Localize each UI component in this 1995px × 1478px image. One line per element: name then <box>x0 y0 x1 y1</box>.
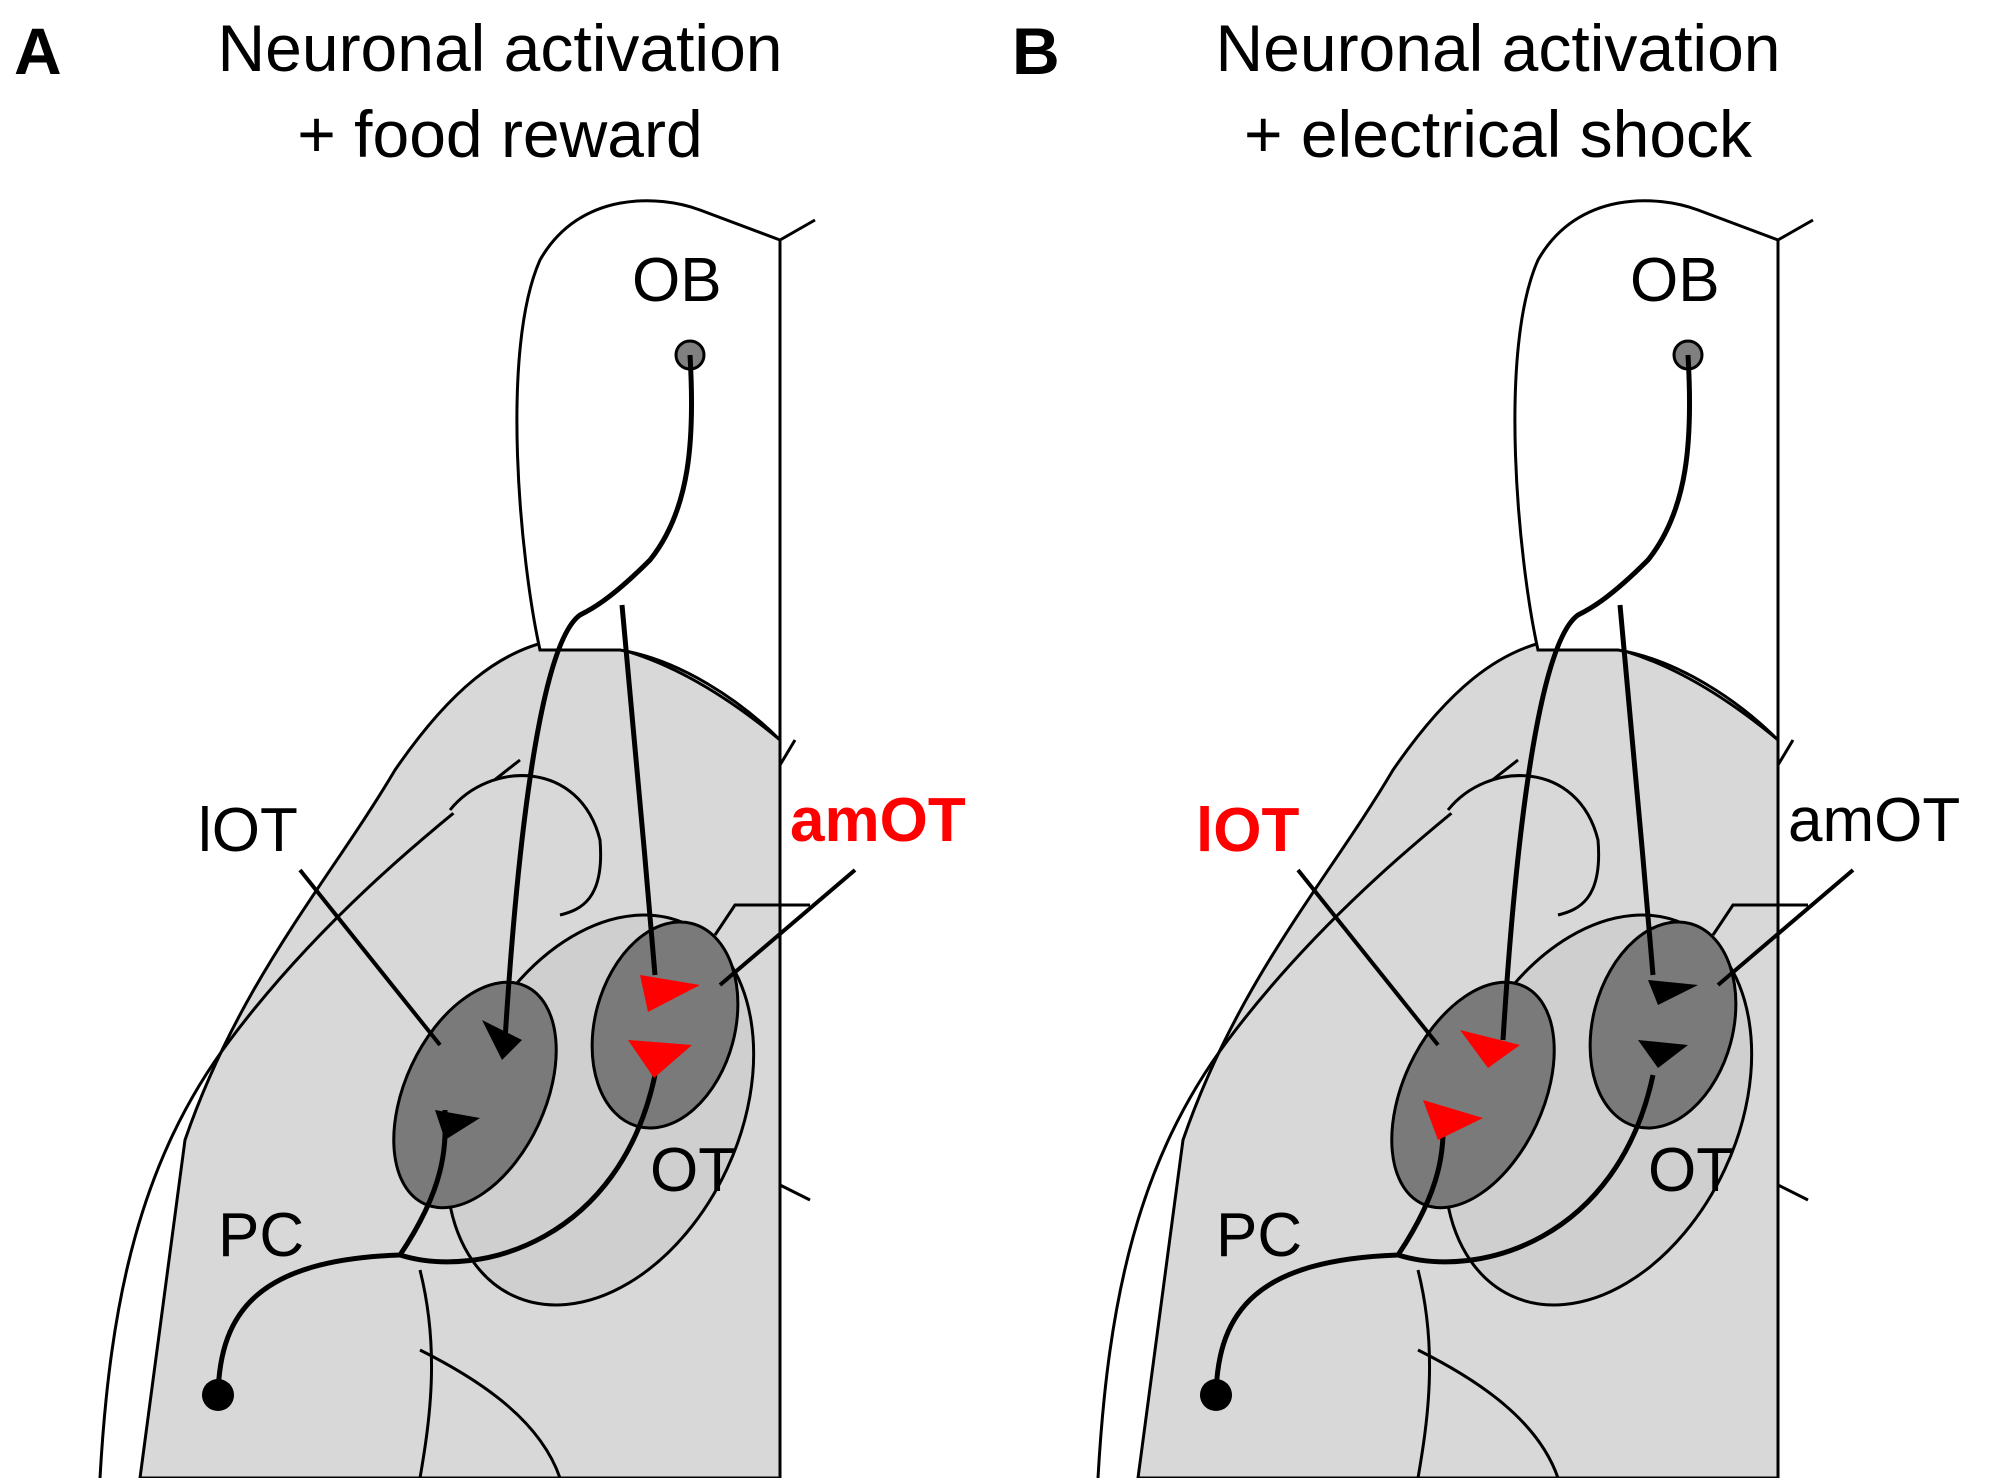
title-line-2: + food reward <box>297 96 703 171</box>
midline-tick-mid <box>778 739 797 766</box>
pc-dendrite <box>1213 1109 1446 1396</box>
label-pc: PC <box>218 1201 305 1270</box>
olfactory-bulb-outline <box>515 199 782 744</box>
amot-terminal-upper <box>1648 980 1698 1005</box>
label-ot: OT <box>650 1136 737 1205</box>
inner-lobe <box>448 774 603 917</box>
brain-diagram-a <box>98 199 857 1478</box>
midline-tick-bottom <box>1777 1183 1809 1202</box>
panel-title: Neuronal activation + electrical shock <box>1148 6 1848 178</box>
ob-axon-branch <box>1617 604 1656 976</box>
pc-dendrite-2 <box>1397 1074 1656 1265</box>
title-line-1: Neuronal activation <box>1215 11 1781 85</box>
lower-lobe-2 <box>419 1348 562 1478</box>
midline-tick-top <box>1777 218 1814 242</box>
amot-leader-line <box>718 868 857 987</box>
amot-terminal-upper <box>640 975 700 1012</box>
amot-terminal-lower <box>1638 1040 1688 1068</box>
panel-a: A Neuronal activation + food reward OB l… <box>0 0 997 1478</box>
midline-tick-bottom <box>779 1183 811 1202</box>
label-ob: OB <box>632 246 722 315</box>
lower-lobe <box>418 1269 434 1478</box>
panel-letter: B <box>1012 14 1060 88</box>
pc-dendrite-2 <box>399 1074 658 1265</box>
lower-lobe-2 <box>1417 1348 1560 1478</box>
panel-letter: A <box>14 14 62 88</box>
label-lot: lOT <box>1196 796 1300 865</box>
panel-b: B Neuronal activation + electrical shock… <box>998 0 1995 1478</box>
amot-leader-line <box>1716 868 1855 987</box>
label-amot: amOT <box>790 786 966 855</box>
midline-tick-mid <box>1776 739 1795 766</box>
label-pc: PC <box>1216 1201 1303 1270</box>
lot-terminal-upper <box>482 1020 522 1060</box>
pc-dendrite <box>215 1109 448 1396</box>
olfactory-bulb-outline <box>1513 199 1780 744</box>
outer-contour <box>1096 758 1519 1478</box>
label-lot: lOT <box>198 796 298 865</box>
inner-lobe <box>1446 774 1601 917</box>
lower-lobe <box>1416 1269 1432 1478</box>
lot-terminal-lower <box>435 1110 480 1140</box>
lot-leader-line <box>298 868 442 1047</box>
lot-terminal-upper <box>1460 1030 1520 1068</box>
outer-contour <box>98 758 521 1478</box>
midline-tick-top <box>779 218 816 242</box>
ob-axon <box>1500 354 1693 1041</box>
lot-terminal-lower <box>1423 1100 1483 1140</box>
amot-leader-line-2 <box>713 903 810 936</box>
label-ob: OB <box>1630 246 1720 315</box>
brain-diagram-b <box>1096 199 1855 1478</box>
panel-title: Neuronal activation + food reward <box>150 6 850 178</box>
label-ot: OT <box>1648 1136 1735 1205</box>
amot-leader-line-2 <box>1711 903 1808 936</box>
ob-axon <box>502 354 695 1041</box>
ob-axon-branch <box>619 604 658 976</box>
lot-leader-line <box>1296 868 1440 1047</box>
title-line-1: Neuronal activation <box>217 11 783 85</box>
label-amot: amOT <box>1788 786 1961 855</box>
amot-terminal-lower <box>628 1040 692 1078</box>
title-line-2: + electrical shock <box>1243 96 1753 171</box>
